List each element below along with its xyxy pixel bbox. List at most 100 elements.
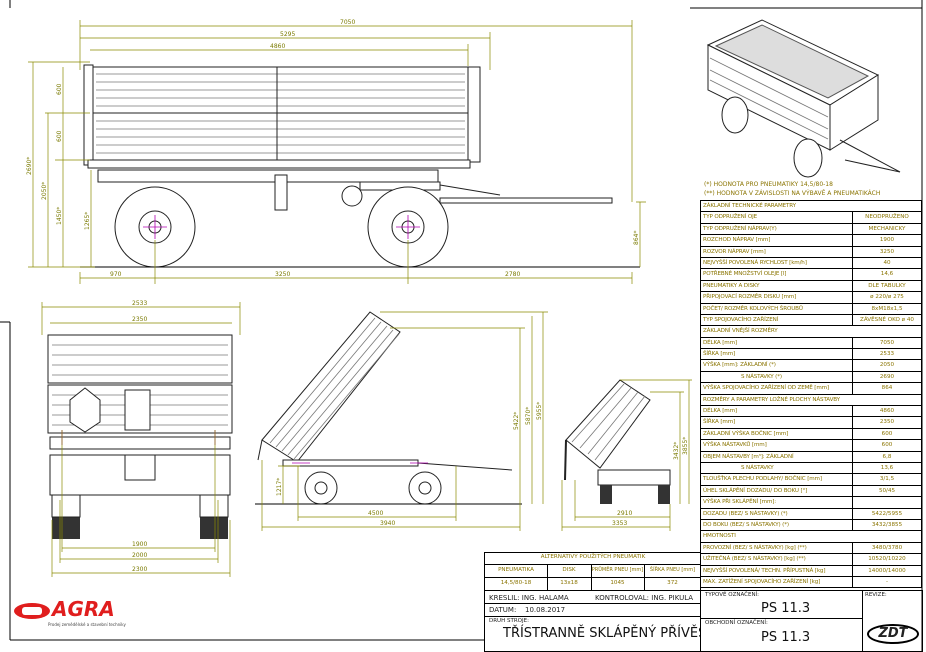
param-value: 3480/3780 [853,542,922,554]
table-row: ÚHEL SKLÁPĚNÍ DOZADU/ DO BOKU [°]50/45 [701,485,922,498]
tires-header-tire: PNEUMATIKA [498,567,534,573]
param-label: ŠÍŘKA [mm] [701,417,853,428]
tire-rim: 13x18 [560,580,578,586]
tires-header-diameter: PRŮMĚR PNEU [mm] [591,567,644,573]
param-value: ø 220/ø 275 [853,292,922,303]
note-tires: (*) HODNOTA PRO PNEUMATIKY 14,5/80-18 [704,181,833,188]
param-label: VÝŠKA SPOJOVACÍHO ZAŘÍZENÍ OD ZEMĚ [mm] [701,383,853,394]
dim-tip-side-w2: 3353 [612,520,627,527]
dim-side-low: 600 [56,130,63,142]
dim-tip-pivot-height: 1217* [276,478,283,496]
dim-height-floor: 1450* [56,207,63,225]
section-header: HMOTNOSTI [701,531,922,543]
param-value: 2050 [853,360,922,371]
param-value: 3250 [853,246,922,257]
dim-tip-side-h2: 3855* [682,437,689,455]
rear-tipping-view [255,311,522,505]
param-value: NEODPRUŽENO [853,212,922,223]
param-label: DÉLKA [mm] [701,337,853,349]
param-value: 13,6 [853,462,922,474]
param-label: TYP ODPRUŽENÍ OJE [701,212,853,223]
table-row: ZÁKLADNÍ VÝŠKA BOČNIC [mm]600 [701,428,922,441]
param-label: ROZCHOD NÁPRAV [mm] [701,235,853,246]
trade-designation-label: OBCHODNÍ OZNAČENÍ: [705,620,768,626]
table-row: PŘIPOJOVACÍ ROZMĚR DISKU [mm]ø 220/ø 275 [701,292,922,304]
type-designation-label: TYPOVÉ OZNAČENÍ: [705,592,760,598]
param-value: 7050 [853,337,922,349]
table-row: VÝŠKA PŘI SKLÁPĚNÍ [mm]: [701,497,922,509]
param-value: 50/45 [853,485,922,497]
param-value: DLE TABULKY [853,280,922,292]
param-label: S NÁSTAVKY (*) [701,371,853,383]
param-label: TLOUŠŤKA PLECHU PODLAHY/ BOČNIC [mm] [701,474,853,485]
side-view [80,64,640,268]
title-block-left: KRESLIL: ING. HALAMA KONTROLOVAL: ING. P… [484,590,701,652]
param-value: 3432/3855 [853,519,922,531]
param-value: 600 [853,440,922,451]
table-row: DOZADU (BEZ/ S NÁSTAVKY) (*)5422/5955 [701,508,922,520]
param-value: 2690 [853,371,922,383]
drawn-by: KRESLIL: ING. HALAMA [489,594,569,602]
param-label: PNEUMATIKY A DISKY [701,280,853,292]
date-value: 10.08.2017 [525,606,566,614]
param-label: S NÁSTAVKY [701,462,853,474]
param-value: 864 [853,383,922,394]
param-label: VÝŠKA NÁSTAVKŮ [mm] [701,440,853,451]
dim-track-outer: 2000 [132,552,147,559]
param-value: 5422/5955 [853,508,922,519]
param-label: MAX. ZATÍŽENÍ SPOJOVACÍHO ZAŘÍZENÍ [kg] [701,576,853,588]
table-row: PROVOZNÍ (BEZ/ S NÁSTAVKY) [kg] (**)3480… [701,542,922,555]
table-row: DÉLKA [mm]4860 [701,406,922,418]
dim-height-frame: 1265* [84,212,91,230]
dim-tip-rear-h3: 5955* [536,402,543,420]
tires-title: ALTERNATIVY POUŽITÝCH PNEUMATIK [540,554,646,560]
param-value: 3/1,5 [853,474,922,485]
tires-header-width: ŠÍŘKA PNEU [mm] [649,567,696,573]
dim-side-top: 600 [56,83,63,95]
param-label: ÚHEL SKLÁPĚNÍ DOZADU/ DO BOKU [°] [701,485,853,497]
table-row: ŠÍŘKA [mm]2533 [701,349,922,361]
tires-header-rim: DISK [562,567,576,573]
side-tipping-view [564,379,671,504]
table-row: VÝŠKA SPOJOVACÍHO ZAŘÍZENÍ OD ZEMĚ [mm]8… [701,383,922,395]
table-row: ROZVOR NÁPRAV [mm]3250 [701,246,922,258]
param-label: VÝŠKA PŘI SKLÁPĚNÍ [mm]: [701,497,853,508]
wheel-front [367,186,449,268]
table-row: NEJVYŠŠÍ POVOLENÁ RYCHLOST [km/h]40 [701,257,922,270]
wheel-rear [114,186,196,268]
tire-alternatives-table: ALTERNATIVY POUŽITÝCH PNEUMATIK PNEUMATI… [484,552,701,591]
tire-width: 372 [667,580,678,586]
param-label: TYP ODPRUŽENÍ NÁPRAV(Y) [701,223,853,235]
checked-by: KONTROLOVAL: ING. PIKULA [595,594,694,602]
dim-tip-side-h1: 3432* [673,442,680,460]
dim-track: 1900 [132,541,147,548]
dim-tip-rear-h1: 5422* [513,412,520,430]
param-label: NEJVYŠŠÍ POVOLENÁ RYCHLOST [km/h] [701,257,853,269]
dim-body-length: 4860 [270,43,285,50]
param-value: ZÁVĚSNÉ OKO ø 40 [853,314,922,326]
section-header: ZÁKLADNÍ VNĚJŠÍ ROZMĚRY [701,326,922,338]
param-label: DÉLKA [mm] [701,406,853,417]
param-label: ROZMĚRY A PARAMETRY LOŽNÉ PLOCHY NÁSTAVB… [701,394,922,406]
dim-wheels-width: 2300 [132,566,147,573]
isometric-view [706,19,901,178]
param-label: NEJVYŠŠÍ POVOLENÁ/ TECHN. PŘÍPUSTNÁ [kg] [701,565,853,576]
tractor-logo-icon [14,603,50,619]
type-designation: PS 11.3 [761,601,811,616]
dim-tip-length: 3940 [380,520,395,527]
front-view [47,334,233,539]
dim-width-outer: 2533 [132,300,147,307]
param-label: OBJEM NÁSTAVBY [m³]: ZÁKLADNÍ [701,451,853,462]
param-label: DO BOKU (BEZ/ S NÁSTAVKY) (*) [701,519,853,531]
param-label: DOZADU (BEZ/ S NÁSTAVKY) (*) [701,508,853,519]
param-value: 2350 [853,417,922,428]
table-row: VÝŠKA NÁSTAVKŮ [mm]600 [701,440,922,452]
note-equipment: (**) HODNOTA V ZÁVISLOSTI NA VÝBAVĚ A PN… [704,189,881,197]
